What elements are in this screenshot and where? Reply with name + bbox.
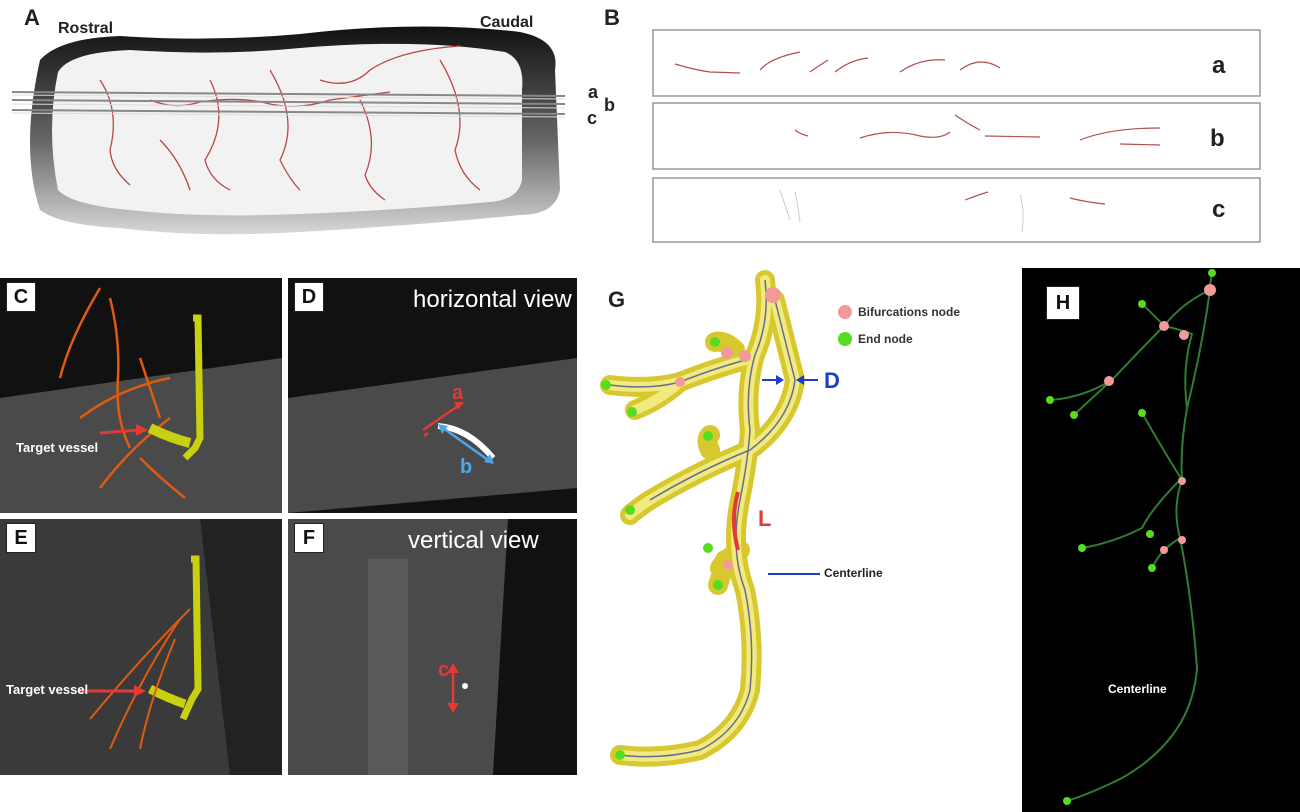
diameter-label: D bbox=[824, 368, 840, 393]
row-label-b: b bbox=[1210, 125, 1225, 152]
panel-c-label: C bbox=[6, 282, 36, 312]
arrow-c-label: c bbox=[438, 659, 450, 681]
panel-e-render bbox=[0, 519, 282, 775]
panel-e-label: E bbox=[6, 523, 36, 553]
legend-bifurcation: Bifurcations node bbox=[858, 305, 961, 319]
panel-a-label: A bbox=[24, 5, 40, 30]
panel-f: F vertical view c bbox=[288, 519, 577, 775]
row-label-a: a bbox=[1212, 52, 1226, 79]
panel-b-label: B bbox=[604, 5, 620, 30]
row-label-c: c bbox=[1212, 196, 1226, 223]
panel-e-target-label: Target vessel bbox=[6, 682, 89, 697]
panel-d-title: horizontal view bbox=[413, 286, 572, 313]
panel-f-render bbox=[288, 519, 508, 775]
panel-d: D horizontal view a b bbox=[288, 278, 577, 513]
panel-h-label: H bbox=[1046, 286, 1080, 320]
panel-e: E Target vessel bbox=[0, 519, 282, 775]
panel-f-label: F bbox=[294, 523, 324, 553]
legend-end: End node bbox=[858, 332, 913, 346]
panel-d-render bbox=[288, 358, 577, 513]
arrow-a-label: a bbox=[452, 382, 464, 404]
slice-sections bbox=[652, 29, 1261, 243]
spinal-cord-3d-model bbox=[11, 26, 566, 235]
panel-h-skeleton bbox=[1046, 269, 1216, 805]
panel-c: C Target vessel bbox=[0, 278, 282, 513]
arrow-b-label: b bbox=[460, 456, 473, 478]
panel-h-centerline-label: Centerline bbox=[1108, 682, 1167, 696]
panel-d-label: D bbox=[294, 282, 324, 312]
panel-c-render bbox=[0, 287, 282, 513]
panel-g-vessel-render bbox=[600, 270, 852, 767]
caudal-label: Caudal bbox=[480, 14, 534, 31]
panel-g-label: G bbox=[608, 287, 626, 312]
length-label: L bbox=[758, 506, 772, 531]
slice-label-b: b bbox=[604, 95, 615, 115]
rostral-label: Rostral bbox=[58, 20, 114, 37]
panel-a: A Rostral Caudal bbox=[0, 0, 615, 250]
panel-g: G bbox=[580, 260, 1020, 812]
panel-f-title: vertical view bbox=[408, 527, 539, 554]
slice-label-a: a bbox=[588, 82, 599, 102]
panel-b: B a b c bbox=[600, 0, 1300, 250]
panel-h: H Centerline bbox=[1022, 268, 1300, 812]
panel-c-target-label: Target vessel bbox=[16, 440, 99, 455]
slice-label-c: c bbox=[587, 108, 598, 128]
centerline-label: Centerline bbox=[824, 566, 883, 580]
